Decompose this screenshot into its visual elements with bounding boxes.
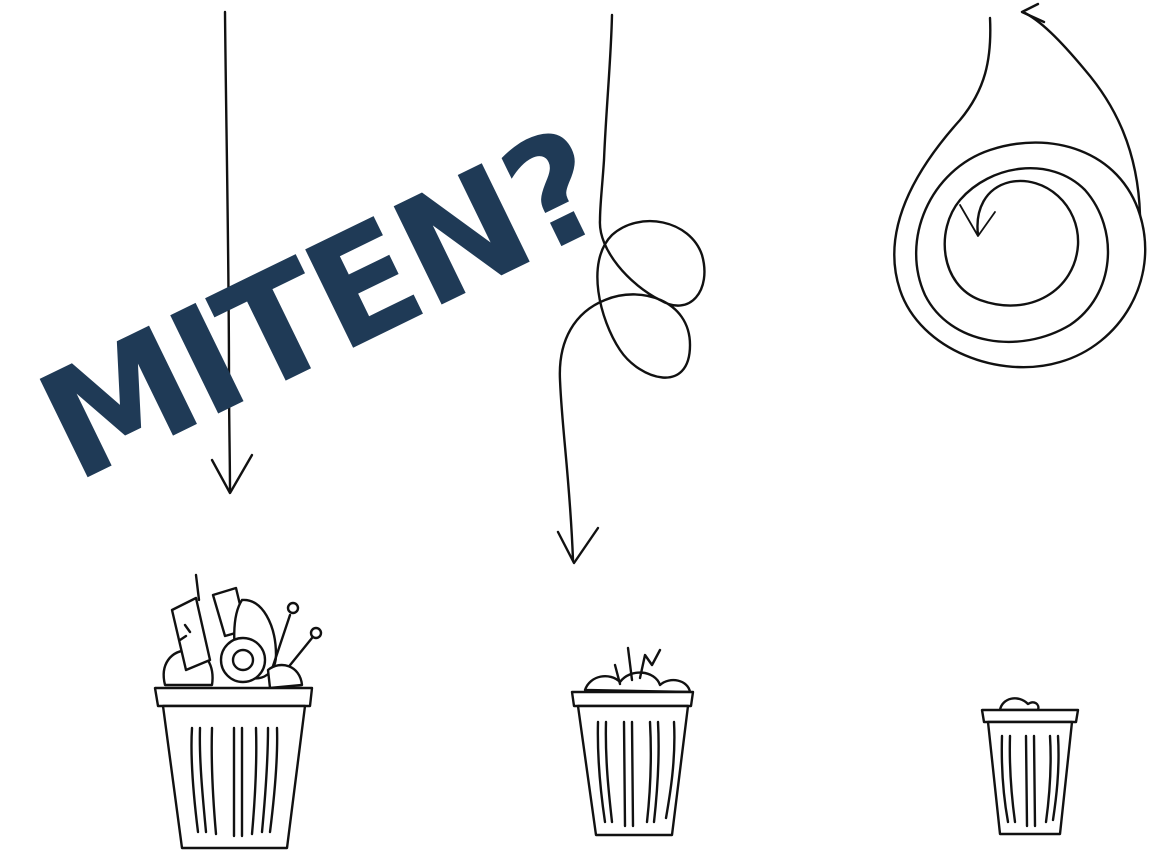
- nearly-empty-trash-bin: [982, 698, 1078, 834]
- arrowhead: [558, 528, 598, 563]
- full-trash-bin: [155, 575, 321, 848]
- half-trash-bin: [572, 648, 693, 835]
- arrowhead: [212, 455, 252, 493]
- spiral-arrow: [894, 4, 1145, 367]
